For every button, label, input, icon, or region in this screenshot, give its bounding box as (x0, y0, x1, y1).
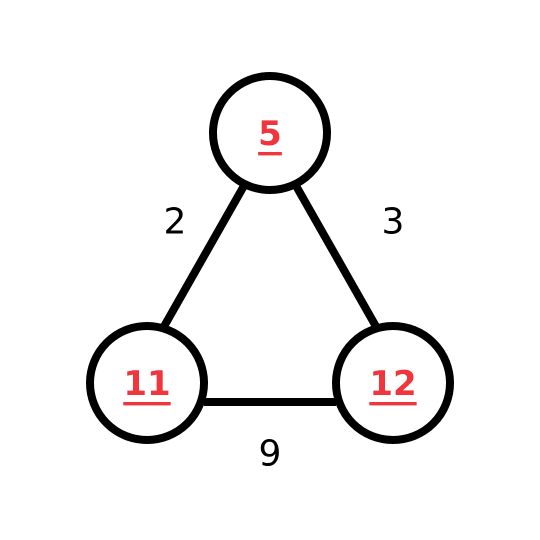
edge-weight-top-bottom-right: 3 (382, 202, 405, 243)
edge-weight-top-bottom-left: 2 (164, 202, 187, 243)
node-bottom-right-label: 12 (369, 364, 416, 404)
node-bottom-left-circle (86, 322, 208, 444)
node-bottom-left-label: 11 (123, 364, 170, 404)
node-bottom-right-circle (332, 322, 454, 444)
edge-top-bottom-right (291, 182, 382, 332)
node-top-circle (209, 72, 331, 194)
edge-top-bottom-left (158, 182, 249, 332)
node-top: 5 (209, 72, 331, 194)
edge-weight-bottom-left-bottom-right: 9 (259, 434, 282, 475)
node-bottom-left: 11 (86, 322, 208, 444)
node-top-label: 5 (258, 114, 282, 154)
node-bottom-right: 12 (332, 322, 454, 444)
